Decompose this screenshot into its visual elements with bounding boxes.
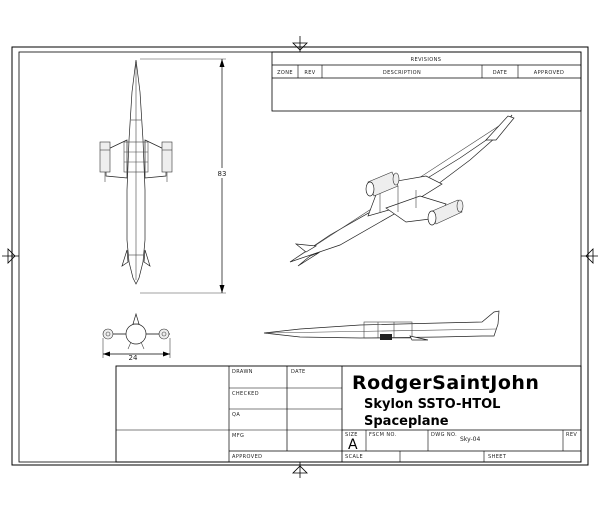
revision-block: REVISIONS ZONE REV DESCRIPTION DATE APPR… xyxy=(271,51,582,112)
size-label: SIZE xyxy=(345,432,358,438)
scale-label: SCALE xyxy=(345,454,363,460)
size-value: A xyxy=(348,437,358,453)
approved-label: APPROVED xyxy=(232,454,262,460)
drawn-label: DRAWN xyxy=(232,369,253,375)
rev-col-rev: REV xyxy=(304,70,315,76)
mfg-label: MFG xyxy=(232,433,244,439)
dwg-value: Sky-04 xyxy=(460,436,480,443)
rev-col-approved: APPROVED xyxy=(534,70,564,76)
width-dimension: 24 xyxy=(102,338,171,362)
sheet-label: SHEET xyxy=(488,454,507,460)
dwg-label: DWG NO. xyxy=(431,432,457,438)
rev-col-description: DESCRIPTION xyxy=(383,70,421,76)
center-mark-right xyxy=(581,248,598,264)
front-view-drawing xyxy=(102,312,170,350)
rev-col-zone: ZONE xyxy=(277,70,293,76)
length-dimension-value: 83 xyxy=(218,170,227,178)
fscm-label: FSCM NO. xyxy=(369,432,397,438)
revisions-header: REVISIONS xyxy=(411,57,442,63)
qa-label: QA xyxy=(232,412,240,418)
side-view-drawing xyxy=(263,310,500,341)
length-dimension: 83 xyxy=(140,58,230,294)
checked-label: CHECKED xyxy=(232,391,259,397)
rev-label: REV xyxy=(566,432,577,438)
isometric-view-drawing xyxy=(289,114,515,267)
width-dimension-value: 24 xyxy=(129,354,138,362)
center-mark-top xyxy=(292,36,308,52)
top-view-drawing xyxy=(99,59,173,285)
title-line-2: Spaceplane xyxy=(364,414,449,429)
center-mark-left xyxy=(2,248,19,264)
title-line-1: Skylon SSTO-HTOL xyxy=(364,397,500,412)
date-label: DATE xyxy=(291,369,306,375)
title-block: DRAWN DATE CHECKED QA MFG APPROVED Rodge… xyxy=(115,365,582,463)
center-mark-bottom xyxy=(292,462,308,478)
rev-col-date: DATE xyxy=(493,70,508,76)
company-name: RodgerSaintJohn xyxy=(352,372,539,394)
